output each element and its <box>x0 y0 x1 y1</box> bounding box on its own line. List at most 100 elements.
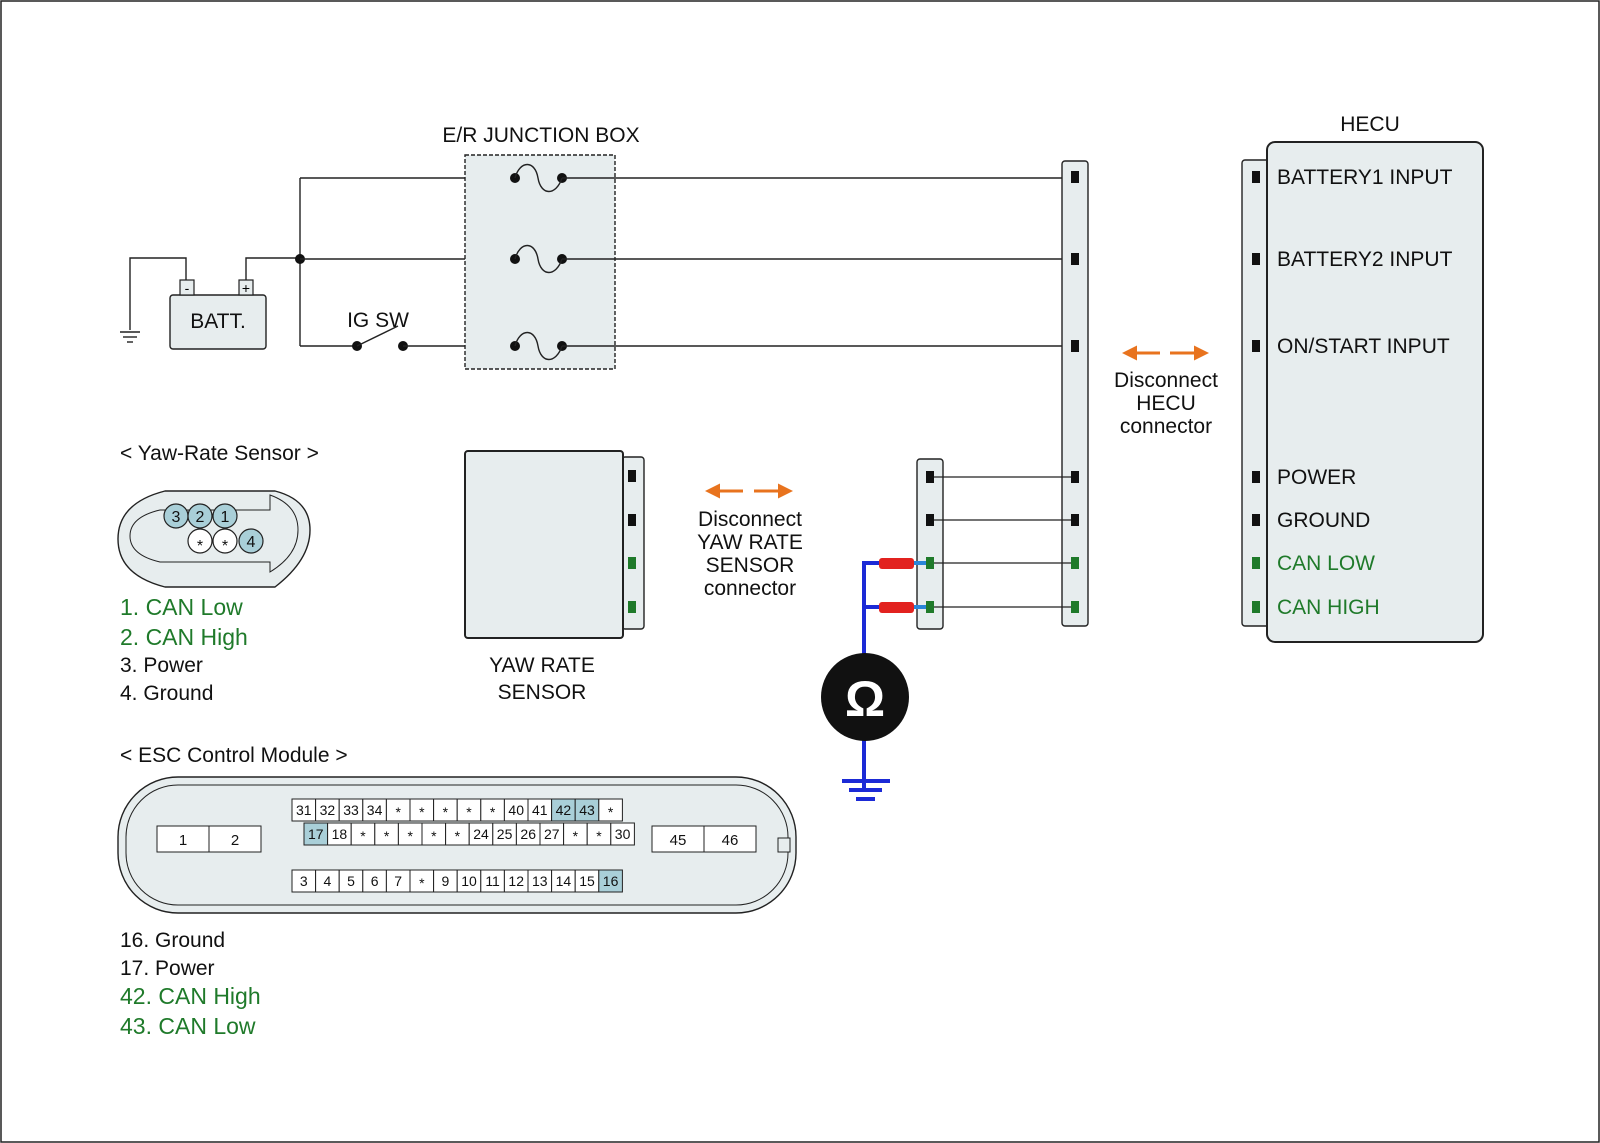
yaw-pin <box>212 528 238 554</box>
yaw-legend-item: 2. CAN High <box>120 624 248 650</box>
ohmmeter: Ω <box>821 558 926 801</box>
esc-pin-label: 41 <box>532 802 548 818</box>
esc-pin-label: * <box>419 875 425 891</box>
disconnect-hecu-line-2: HECU <box>1136 392 1196 415</box>
disconnect-yaw-line-1: Disconnect <box>698 508 802 531</box>
battery-positive-sign: + <box>242 280 250 296</box>
esc-pin-label: 34 <box>367 802 383 818</box>
esc-pin-label: 13 <box>532 873 548 889</box>
yaw-pin <box>187 528 213 554</box>
esc-pin-label: 1 <box>179 832 187 849</box>
esc-pin-label: 24 <box>473 826 489 842</box>
junction-box: E/R JUNCTION BOX <box>442 124 640 370</box>
yaw-pin <box>212 503 238 529</box>
esc-pin-label: 16 <box>603 873 619 889</box>
esc-legend-item: 16. Ground <box>120 929 225 952</box>
hecu-harness-connector[interactable] <box>1061 160 1089 627</box>
esc-pin-label: * <box>395 804 401 820</box>
yaw-sensor-label-2: SENSOR <box>498 681 587 704</box>
esc-pin-label: * <box>573 828 579 844</box>
yaw-pin <box>187 503 213 529</box>
disconnect-hecu-line-3: connector <box>1120 415 1212 438</box>
esc-pin-label: 7 <box>394 873 402 889</box>
esc-legend-item: 42. CAN High <box>120 983 261 1009</box>
hecu-pin-label: POWER <box>1277 466 1356 489</box>
esc-pin-label: 10 <box>461 873 477 889</box>
battery-negative-sign: - <box>185 280 190 296</box>
esc-pin-label: 42 <box>556 802 572 818</box>
esc-pin-label: * <box>419 804 425 820</box>
esc-pin <box>610 822 635 846</box>
esc-pin-label: 27 <box>544 826 560 842</box>
esc-pin-label: 12 <box>508 873 524 889</box>
hecu-pin-label: CAN LOW <box>1277 552 1375 575</box>
esc-pin-label: 14 <box>556 873 572 889</box>
esc-pin-label: 2 <box>231 832 239 849</box>
disconnect-hecu-callout: Disconnect HECU connector <box>1114 345 1218 438</box>
esc-pin <box>598 798 623 822</box>
esc-pin-label: 17 <box>308 826 324 842</box>
esc-pin-label: * <box>431 828 437 844</box>
esc-legend-item: 43. CAN Low <box>120 1013 256 1039</box>
esc-legend-item: 17. Power <box>120 957 215 980</box>
ohm-symbol: Ω <box>845 671 885 727</box>
esc-pin-label: 43 <box>579 802 595 818</box>
probe-can-low <box>879 558 914 569</box>
hecu-pin-marker <box>1252 471 1260 483</box>
esc-pin-label: 18 <box>332 826 348 842</box>
esc-pin <box>598 869 623 893</box>
esc-pin-label: 6 <box>371 873 379 889</box>
esc-pin-label: * <box>466 804 472 820</box>
disconnect-yaw-line-3: SENSOR <box>706 554 795 577</box>
yaw-pin-label: * <box>222 538 228 555</box>
yaw-sensor-label-1: YAW RATE <box>489 654 595 677</box>
hecu-pin-marker <box>1252 340 1260 352</box>
hecu-pin-marker <box>1252 557 1260 569</box>
esc-module-title: < ESC Control Module > <box>120 744 348 767</box>
yaw-pin-label: * <box>197 538 203 555</box>
esc-pin-label: * <box>596 828 602 844</box>
hecu-pin-label: ON/START INPUT <box>1277 335 1450 358</box>
esc-pin-label: 26 <box>520 826 536 842</box>
esc-pin <box>703 825 757 853</box>
esc-pin-label: 15 <box>579 873 595 889</box>
hecu-pin-marker <box>1252 253 1260 265</box>
esc-pin-label: 46 <box>722 832 739 849</box>
ig-switch-label: IG SW <box>347 309 409 332</box>
disconnect-yaw-line-4: connector <box>704 577 796 600</box>
junction-box-label: E/R JUNCTION BOX <box>442 124 639 147</box>
esc-pin-label: 40 <box>508 802 524 818</box>
yaw-legend-item: 4. Ground <box>120 682 213 705</box>
esc-pin-label: 4 <box>324 873 332 889</box>
esc-pin-label: * <box>443 804 449 820</box>
ohmmeter-icon <box>821 653 909 741</box>
disconnect-hecu-line-1: Disconnect <box>1114 369 1218 392</box>
esc-pin-label: * <box>407 828 413 844</box>
hecu-pin-label: BATTERY2 INPUT <box>1277 248 1453 271</box>
disconnect-yaw-callout: Disconnect YAW RATE SENSOR connector <box>697 483 803 600</box>
yaw-pin <box>238 528 264 554</box>
esc-pin-label: 25 <box>497 826 513 842</box>
probe-can-high <box>879 602 914 613</box>
esc-pin-label: * <box>455 828 461 844</box>
esc-pin-label: 11 <box>485 873 500 889</box>
yaw-sensor-harness-connector[interactable] <box>916 458 944 630</box>
hecu-title: HECU <box>1340 113 1400 136</box>
esc-pin-label: * <box>384 828 390 844</box>
yaw-pin-label: 1 <box>221 509 230 526</box>
esc-pin-label: 32 <box>320 802 336 818</box>
yaw-rate-sensor: YAW RATE SENSOR <box>464 450 645 704</box>
esc-pin-label: 3 <box>300 873 308 889</box>
disconnect-yaw-line-2: YAW RATE <box>697 531 803 554</box>
esc-legend: 16. Ground 17. Power 42. CAN High 43. CAN L… <box>120 929 261 1039</box>
yaw-pin-label: 3 <box>172 509 181 526</box>
yaw-pin-label: 2 <box>196 509 205 526</box>
esc-pin-label: 33 <box>343 802 359 818</box>
